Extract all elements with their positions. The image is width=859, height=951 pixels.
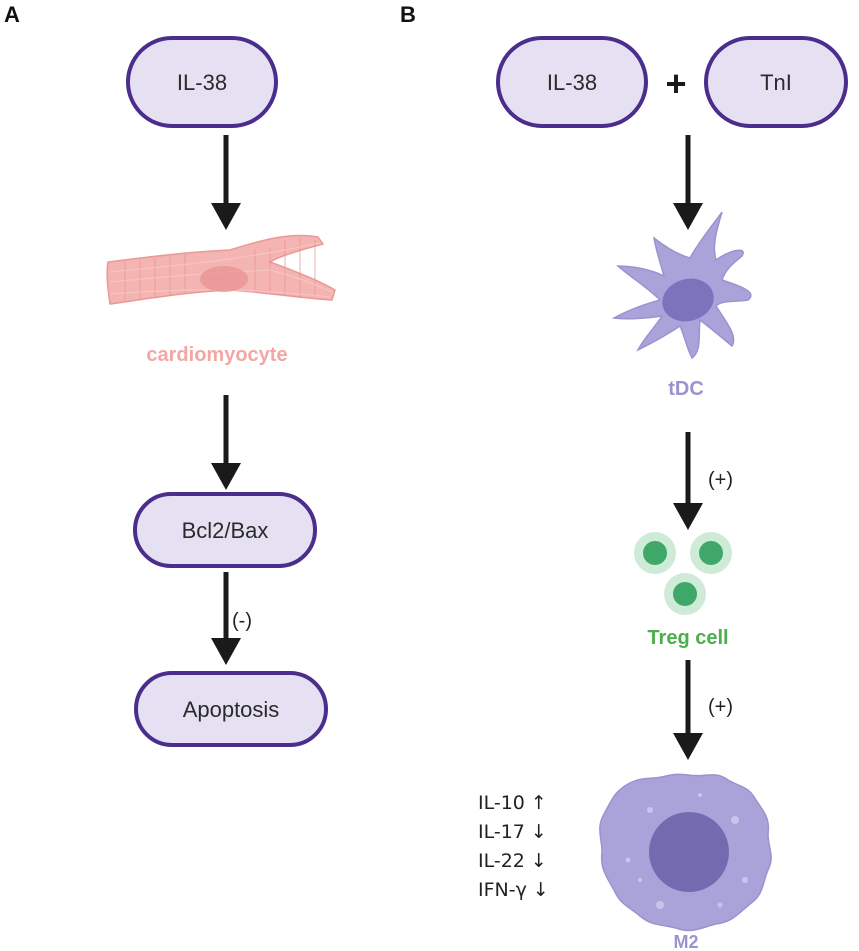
cytokine-item: IL-10 ↑ bbox=[478, 792, 547, 814]
treg-label: Treg cell bbox=[647, 627, 728, 649]
panel-b-il38-node: IL-38 bbox=[496, 36, 648, 128]
panel-a-label: A bbox=[4, 2, 20, 27]
panel-a-bcl2-bax-node: Bcl2/Bax bbox=[133, 492, 317, 568]
panel-b-arrow-3 bbox=[673, 660, 703, 760]
cytokine-list: IL-10 ↑ IL-17 ↓ IL-22 ↓ IFN-γ ↓ bbox=[478, 792, 549, 901]
tni-label: TnI bbox=[760, 70, 792, 95]
plus-sign: + bbox=[665, 63, 686, 104]
cardiomyocyte-icon bbox=[106, 234, 336, 305]
panel-b-arrow-2 bbox=[673, 432, 703, 530]
cytokine-item: IL-22 ↓ bbox=[478, 850, 547, 872]
panel-b-arrow-1 bbox=[673, 135, 703, 230]
panel-b-tni-node: TnI bbox=[704, 36, 848, 128]
cytokine-item: IFN-γ ↓ bbox=[478, 879, 549, 901]
treg-cells-icon bbox=[634, 532, 732, 615]
panel-a-arrow-2 bbox=[211, 395, 241, 490]
cytokine-item: IL-17 ↓ bbox=[478, 821, 547, 843]
panel-a-il38-node: IL-38 bbox=[126, 36, 278, 128]
cardiomyocyte-label: cardiomyocyte bbox=[146, 344, 287, 366]
activation-sign-2: (+) bbox=[708, 696, 733, 718]
panel-b-il38-label: IL-38 bbox=[547, 70, 597, 95]
m2-label: M2 bbox=[673, 932, 698, 951]
activation-sign-1: (+) bbox=[708, 469, 733, 491]
m2-macrophage-icon bbox=[599, 773, 772, 932]
panel-b-label: B bbox=[400, 2, 416, 27]
bcl2-bax-label: Bcl2/Bax bbox=[182, 518, 269, 543]
panel-a-arrow-1 bbox=[211, 135, 241, 230]
dendritic-cell-icon bbox=[611, 211, 752, 360]
apoptosis-label: Apoptosis bbox=[183, 697, 280, 722]
panel-a-apoptosis-node: Apoptosis bbox=[134, 671, 328, 747]
panel-a-il38-label: IL-38 bbox=[177, 70, 227, 95]
inhibition-sign: (-) bbox=[232, 610, 252, 632]
panel-a-arrow-3 bbox=[211, 572, 241, 665]
tdc-label: tDC bbox=[668, 378, 704, 400]
